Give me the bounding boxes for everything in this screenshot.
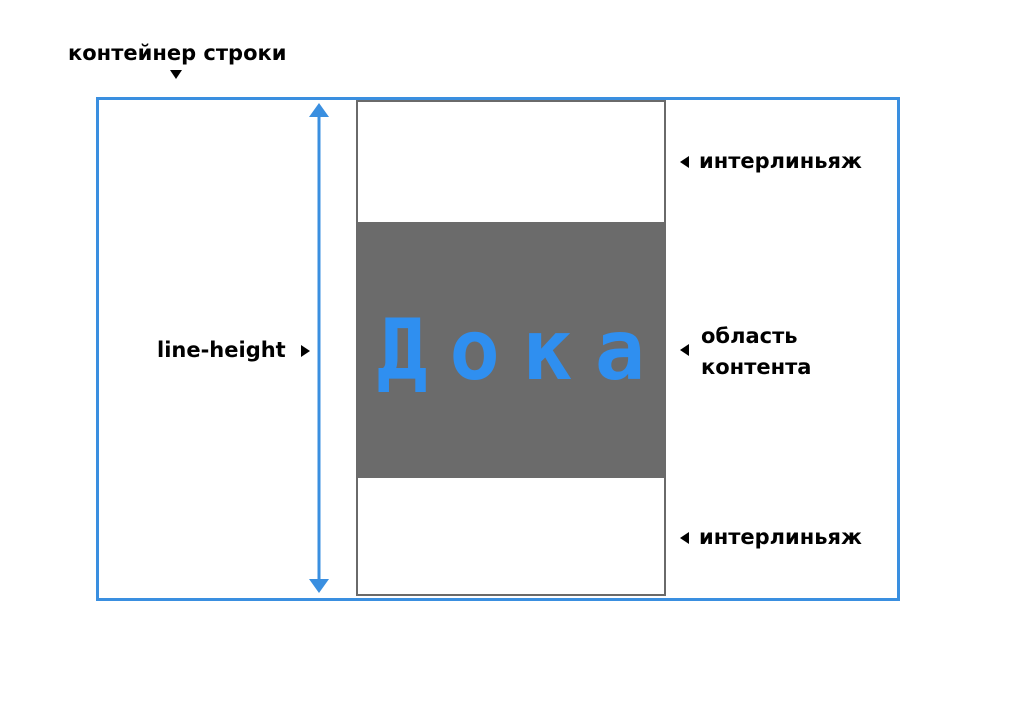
arrow-left-icon	[680, 532, 689, 544]
leading-top-label: интерлиньяж	[699, 149, 862, 173]
line-container-label: контейнер строки	[68, 41, 287, 65]
line-container	[96, 97, 900, 601]
arrow-left-icon	[680, 344, 689, 356]
content-area: Дока	[358, 222, 664, 478]
line-box: Дока	[356, 100, 666, 596]
line-height-double-arrow-icon	[309, 103, 329, 593]
leading-bottom-label: интерлиньяж	[699, 525, 862, 549]
content-area-label: область контента	[701, 324, 812, 379]
arrow-right-icon	[301, 345, 310, 357]
arrow-left-icon	[680, 156, 689, 168]
arrow-down-icon	[170, 70, 182, 79]
line-height-label: line-height	[157, 338, 286, 362]
sample-text: Дока	[376, 301, 668, 399]
